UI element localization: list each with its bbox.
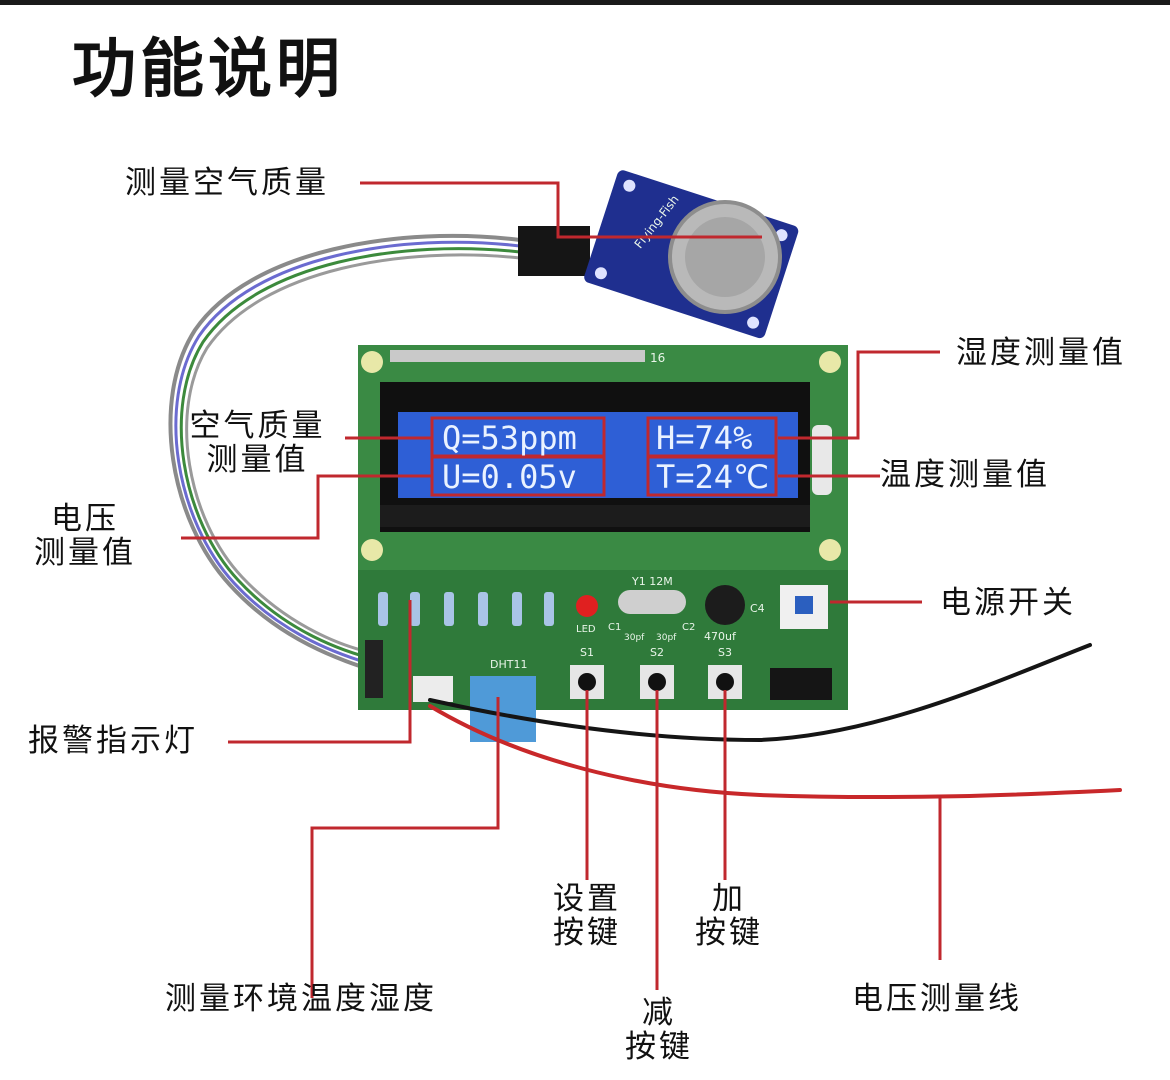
voltage-probe-wires bbox=[428, 643, 1122, 800]
c2-value: 30pf bbox=[656, 633, 677, 643]
capacitor-silk: 470uf bbox=[704, 630, 737, 643]
lcd-air-quality: Q=53ppm bbox=[442, 419, 577, 457]
lcd-voltage: U=0.05v bbox=[442, 458, 577, 496]
dc-jack bbox=[770, 668, 832, 700]
label-voltage-value-line1: 电压 bbox=[51, 501, 119, 537]
label-sub-key-line2: 按键 bbox=[625, 1029, 693, 1065]
resistor-row bbox=[378, 592, 554, 626]
leader-lines bbox=[181, 181, 942, 998]
led-silk: LED bbox=[576, 624, 596, 635]
label-set-key-line2: 按键 bbox=[553, 915, 621, 951]
label-add-key-line1: 加 bbox=[712, 881, 746, 917]
label-air-quality-value-line1: 空气质量 bbox=[189, 408, 326, 444]
header-pin-count: 16 bbox=[650, 351, 665, 365]
c1-silk: C1 bbox=[608, 622, 621, 633]
capacitor bbox=[705, 585, 745, 625]
lcd-humidity: H=74% bbox=[656, 419, 752, 457]
s2-silk: S2 bbox=[650, 646, 664, 659]
crystal bbox=[618, 590, 686, 614]
crystal-silk: Y1 12M bbox=[631, 575, 673, 588]
label-voltage-line: 电压测量线 bbox=[852, 981, 1022, 1017]
dht-silk: DHT11 bbox=[490, 658, 527, 671]
c4-silk: C4 bbox=[750, 602, 765, 615]
top-border bbox=[0, 0, 1170, 5]
c1-value: 30pf bbox=[624, 633, 645, 643]
label-power-switch: 电源开关 bbox=[940, 585, 1076, 621]
label-temperature-value: 温度测量值 bbox=[880, 457, 1050, 493]
label-humidity-value: 湿度测量值 bbox=[956, 335, 1126, 371]
label-voltage-value-line2: 测量值 bbox=[34, 535, 136, 571]
gas-sensor-module: Flying-Fish bbox=[518, 170, 799, 339]
label-air-quality: 测量空气质量 bbox=[125, 165, 329, 201]
label-env-temp-humidity: 测量环境温度湿度 bbox=[165, 981, 437, 1017]
label-alarm-led: 报警指示灯 bbox=[28, 723, 198, 759]
pcb-board: 16 Q=53ppm U=0.05v H=74% T=24℃ LED C1 30… bbox=[358, 345, 848, 742]
label-add-key-line2: 按键 bbox=[695, 915, 763, 951]
ribbon-cable bbox=[168, 233, 522, 674]
page-title: 功能说明 bbox=[72, 33, 344, 107]
s1-silk: S1 bbox=[580, 646, 594, 659]
s3-silk: S3 bbox=[718, 646, 732, 659]
led bbox=[576, 595, 598, 617]
label-set-key-line1: 设置 bbox=[553, 881, 621, 917]
label-air-quality-value-line2: 测量值 bbox=[206, 442, 309, 478]
lcd-temperature: T=24℃ bbox=[656, 458, 769, 496]
c2-silk: C2 bbox=[682, 622, 695, 633]
label-sub-key-line1: 减 bbox=[642, 995, 676, 1031]
